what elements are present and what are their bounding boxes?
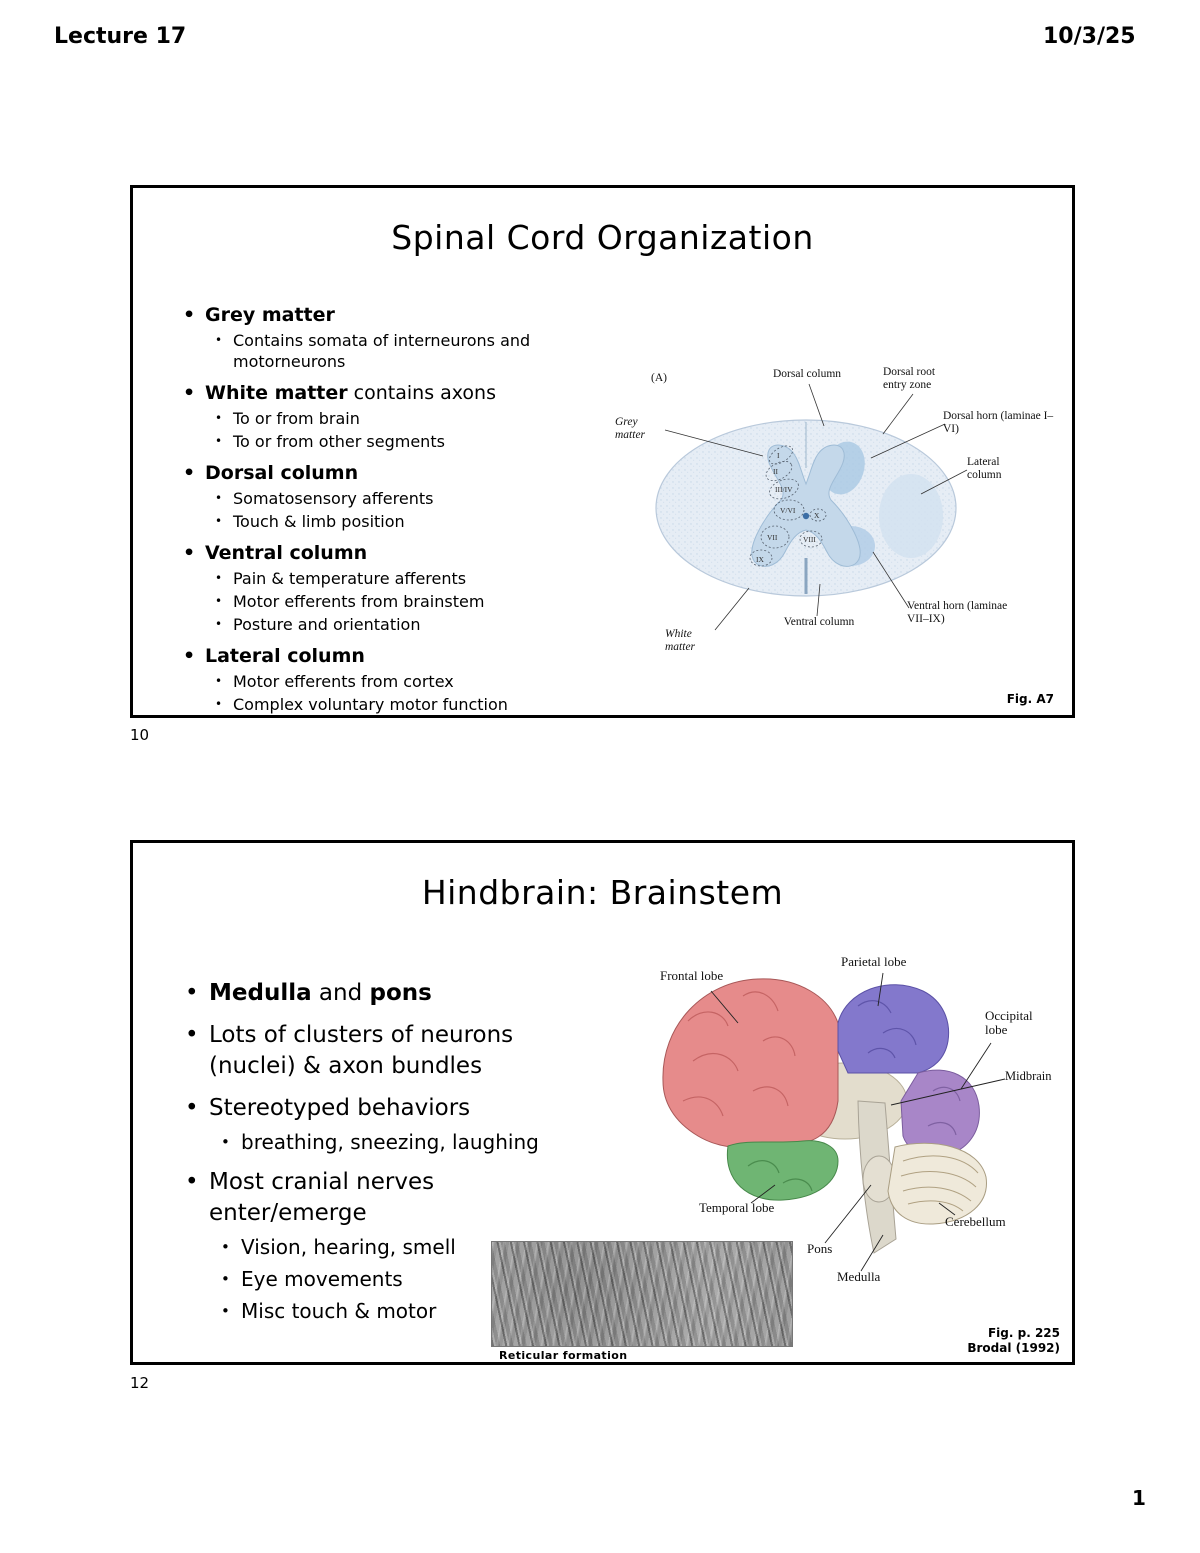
sub-bullet-text: Somatosensory afferents: [233, 489, 434, 508]
frontal-lobe-shape: [662, 978, 839, 1149]
bullet-item: Most cranial nerves enter/emerge Vision,…: [181, 1167, 593, 1325]
bullet-item: Medulla and pons: [181, 978, 593, 1009]
lamina-label: V/VI: [780, 506, 796, 515]
slide2-bullet-list: Medulla and pons Lots of clusters of neu…: [181, 967, 593, 1325]
bullet-label: Ventral column: [205, 542, 368, 564]
bullet-text: Most cranial nerves enter/emerge: [209, 1169, 435, 1226]
sub-bullet-item: Pain & temperature afferents: [211, 568, 619, 589]
sub-bullet-item: Eye movements: [217, 1265, 593, 1293]
lamina-label: VII: [767, 533, 778, 542]
slide2-number: 12: [130, 1374, 150, 1392]
occipital-lobe-label: Occipital lobe: [985, 1008, 1033, 1037]
sub-bullet-text: Contains somata of interneurons and moto…: [233, 331, 531, 371]
lamina-label: I: [777, 451, 780, 460]
lateral-column-label: Lateral column: [967, 456, 1002, 481]
page-number: 1: [1132, 1486, 1146, 1510]
sub-bullet-text: To or from other segments: [233, 432, 445, 451]
bullet-label: White matter: [205, 382, 348, 404]
bullet-rest: contains axons: [347, 382, 496, 404]
slide1-number: 10: [130, 726, 150, 744]
bullet-label: Grey matter: [205, 304, 335, 326]
spinal-cord-figure: I II III/IV V/VI VII VIII IX X (A): [611, 366, 1063, 668]
grey-matter-label: Grey matter: [615, 416, 646, 441]
lamina-label: X: [814, 511, 820, 520]
brain-drawing: [662, 972, 1006, 1272]
ventral-horn-label: Ventral horn (laminae VII–IX): [907, 600, 1008, 625]
parietal-lobe-label: Parietal lobe: [841, 954, 907, 969]
bullet-text: Stereotyped behaviors: [209, 1095, 471, 1121]
bullet-item: Ventral column Pain & temperature affere…: [179, 541, 619, 635]
brain-figure: Frontal lobe Parietal lobe Occipital lob…: [633, 951, 1068, 1299]
lamina-label: IX: [756, 555, 764, 564]
sub-bullet-item: Misc touch & motor: [217, 1297, 593, 1325]
sub-bullet-text: breathing, sneezing, laughing: [241, 1130, 539, 1154]
sub-bullet-item: breathing, sneezing, laughing: [217, 1128, 593, 1156]
figure2-reference-line1: Fig. p. 225: [987, 1326, 1060, 1340]
page-header-title: Lecture 17: [54, 24, 187, 49]
lamina-label: VIII: [803, 535, 816, 544]
sub-bullet-text: To or from brain: [233, 409, 360, 428]
sub-bullet-item: Motor efferents from cortex: [211, 671, 619, 692]
figure2-reference: Fig. p. 225 Brodal (1992): [967, 1326, 1060, 1356]
sub-bullet-item: To or from other segments: [211, 431, 619, 452]
cerebellum-shape: [887, 1142, 987, 1225]
temporal-lobe-label: Temporal lobe: [699, 1200, 775, 1215]
slide1-bullet-list: Grey matter Contains somata of interneur…: [179, 294, 619, 715]
lamina-label: II: [773, 467, 778, 476]
sub-bullet-item: Motor efferents from brainstem: [211, 591, 619, 612]
bullet-bold: Medulla: [209, 980, 312, 1006]
sub-bullet-text: Misc touch & motor: [241, 1299, 437, 1323]
frontal-lobe-label: Frontal lobe: [660, 968, 724, 983]
bullet-item: White matter contains axons To or from b…: [179, 381, 619, 452]
bullet-mid: and: [311, 980, 370, 1006]
lamina-label: III/IV: [775, 485, 793, 494]
cerebellum-label: Cerebellum: [945, 1214, 1006, 1229]
slide-hindbrain: Hindbrain: Brainstem Medulla and pons Lo…: [130, 840, 1075, 1365]
sub-bullet-item: Touch & limb position: [211, 511, 619, 532]
sub-bullet-item: Somatosensory afferents: [211, 488, 619, 509]
sub-bullet-text: Pain & temperature afferents: [233, 569, 467, 588]
slide1-title: Spinal Cord Organization: [391, 218, 814, 257]
sub-bullet-text: Touch & limb position: [233, 512, 405, 531]
sub-bullet-item: Contains somata of interneurons and moto…: [211, 330, 619, 372]
slide2-title: Hindbrain: Brainstem: [421, 873, 784, 912]
dorsal-root-entry-label: Dorsal root entry zone: [883, 366, 936, 391]
dorsal-column-label: Dorsal column: [772, 368, 842, 380]
bullet-text: Lots of clusters of neurons (nuclei) & a…: [209, 1022, 514, 1079]
midbrain-label: Midbrain: [1005, 1069, 1052, 1083]
bullet-item: Lots of clusters of neurons (nuclei) & a…: [181, 1020, 593, 1082]
sub-bullet-text: Motor efferents from brainstem: [233, 592, 485, 611]
bullet-item: Grey matter Contains somata of interneur…: [179, 303, 619, 372]
sub-bullet-text: Motor efferents from cortex: [233, 672, 454, 691]
sub-bullet-item: Complex voluntary motor function: [211, 694, 619, 715]
sub-bullet-item: Vision, hearing, smell: [217, 1233, 593, 1261]
spinal-cord-section-drawing: I II III/IV V/VI VII VIII IX X: [655, 383, 968, 631]
bullet-item: Dorsal column Somatosensory afferents To…: [179, 461, 619, 532]
reticular-formation-caption: Reticular formation: [499, 1349, 628, 1362]
bullet-item: Lateral column Motor efferents from cort…: [179, 644, 619, 715]
dorsal-horn-label: Dorsal horn (laminae I–VI): [943, 410, 1054, 435]
figure1-caption: Fig. A7: [1006, 692, 1054, 706]
page-header-date: 10/3/25: [1043, 24, 1136, 49]
reticular-formation-image: [491, 1241, 793, 1347]
bullet-item: Stereotyped behaviors breathing, sneezin…: [181, 1093, 593, 1156]
bullet-label: Lateral column: [205, 645, 365, 667]
sub-bullet-text: Eye movements: [241, 1267, 403, 1291]
figure2-reference-line2: Brodal (1992): [967, 1341, 1060, 1355]
sub-bullet-text: Vision, hearing, smell: [241, 1235, 456, 1259]
white-matter-label: White matter: [665, 628, 696, 653]
sub-bullet-item: To or from brain: [211, 408, 619, 429]
temporal-lobe-shape: [726, 1140, 839, 1201]
figure-panel-label: (A): [651, 372, 667, 384]
pons-label: Pons: [807, 1241, 833, 1256]
medulla-label: Medulla: [837, 1269, 881, 1284]
sub-bullet-text: Posture and orientation: [233, 615, 421, 634]
bullet-label: Dorsal column: [205, 462, 359, 484]
sub-bullet-text: Complex voluntary motor function: [233, 695, 508, 714]
slide-spinal-cord: Spinal Cord Organization Grey matter Con…: [130, 185, 1075, 718]
sub-bullet-item: Posture and orientation: [211, 614, 619, 635]
ventral-column-label: Ventral column: [783, 616, 855, 628]
bullet-bold: pons: [369, 980, 432, 1006]
